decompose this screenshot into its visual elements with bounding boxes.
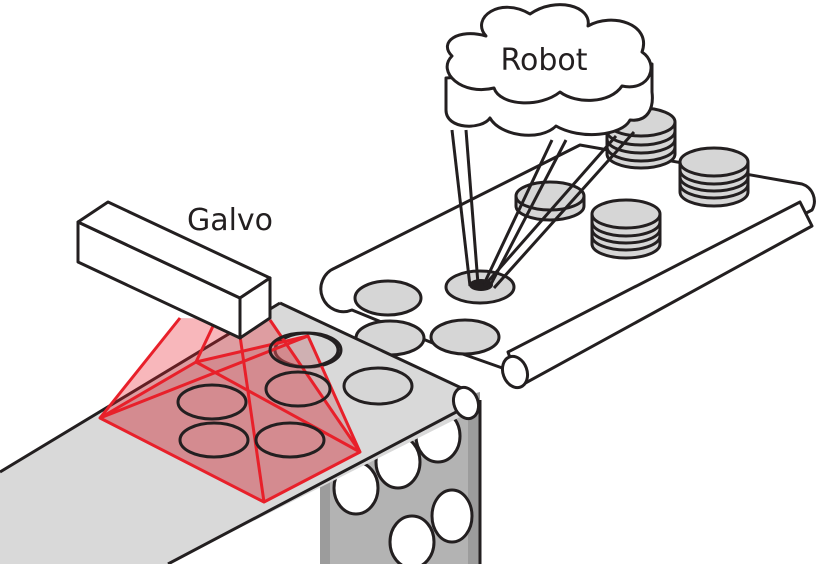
side-panel-holes	[332, 408, 474, 564]
robot-body-top	[445, 3, 653, 105]
disc-stack	[678, 146, 750, 208]
belt-disc	[353, 279, 423, 317]
laser-beam-lines	[98, 317, 362, 504]
galvo-label: Galvo	[187, 203, 273, 238]
laser-target-discs	[176, 331, 340, 459]
marked-disc	[178, 421, 250, 459]
left-roller-end-cap	[451, 385, 481, 421]
left-conveyor	[0, 301, 482, 564]
marked-disc	[254, 421, 326, 459]
laser-scan-area	[100, 336, 360, 502]
conveyor-side-panel	[320, 392, 482, 564]
galvo-scanner	[76, 200, 272, 340]
robot-arms	[450, 129, 636, 290]
belt-disc	[429, 318, 501, 356]
robot: Robot	[444, 3, 654, 290]
laser-scan-field	[98, 317, 362, 504]
left-conveyor-belt	[0, 303, 470, 564]
galvo-side-face	[238, 276, 272, 340]
marked-disc	[176, 383, 248, 421]
marked-disc	[264, 370, 332, 408]
robot-label: Robot	[500, 43, 587, 78]
marked-disc	[268, 331, 340, 369]
belt-disc	[342, 366, 414, 406]
disc-stack	[590, 198, 662, 260]
right-roller-end-cap	[500, 354, 530, 390]
